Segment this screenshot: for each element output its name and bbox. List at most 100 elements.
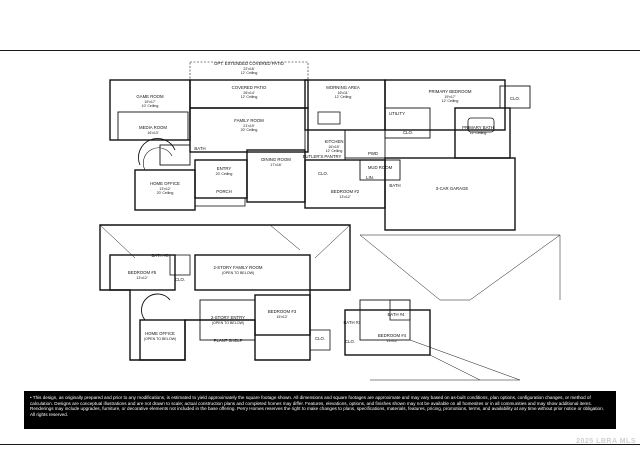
room-name: BEDROOM #2 bbox=[330, 189, 360, 194]
room-name: CLO. bbox=[174, 277, 186, 282]
room-dims: 16'x15' bbox=[328, 144, 340, 149]
room-label-family-room-open: 2-STORY FAMILY ROOM (OPEN TO BELOW) bbox=[213, 265, 263, 275]
room-label-clo-5: CLO. bbox=[174, 277, 186, 283]
room-dims: 15'x12' bbox=[276, 314, 288, 319]
room-label-porch: PORCH bbox=[216, 189, 232, 195]
room-label-bath-2: BATH bbox=[194, 146, 206, 152]
room-dims: 16'x11' bbox=[337, 90, 349, 95]
room-label-entry: ENTRY 20' Ceiling bbox=[215, 166, 233, 176]
room-name: BATH #5 bbox=[151, 253, 169, 258]
room-name: ENTRY bbox=[216, 166, 232, 171]
room-name: CLO. bbox=[402, 130, 414, 135]
bottom-rule bbox=[0, 444, 640, 445]
room-label-dining-room: DINING ROOM 17'x16' bbox=[261, 157, 291, 167]
room-label-family-room: FAMILY ROOM 21'x19' 20' Ceiling bbox=[234, 118, 264, 132]
room-ceiling: 12' Ceiling bbox=[334, 94, 352, 99]
room-label-plant-shelf: PLANT SHELF bbox=[214, 338, 243, 344]
room-name: BATH bbox=[389, 183, 401, 188]
room-label-bedroom-4: BEDROOM #4 13'x12' bbox=[378, 333, 406, 343]
room-name: BATH bbox=[194, 146, 206, 151]
room-label-game-room: GAME ROOM 19'x17' 10' Ceiling bbox=[136, 94, 164, 108]
room-label-bath-3: BATH #3 bbox=[343, 320, 361, 326]
room-name: KITCHEN bbox=[324, 139, 344, 144]
room-dims: 19'x17' bbox=[444, 94, 456, 99]
room-name: BATH #3 bbox=[343, 320, 361, 325]
room-name: 3-CAR GARAGE bbox=[435, 186, 469, 191]
room-label-bedroom-5: BEDROOM #5 13'x12' bbox=[127, 270, 157, 280]
room-name: 2-STORY FAMILY ROOM bbox=[213, 265, 263, 270]
top-rule bbox=[0, 50, 640, 51]
room-label-garage: 3-CAR GARAGE bbox=[435, 186, 469, 192]
room-name: UTILITY bbox=[389, 111, 405, 116]
room-label-butlers-pantry: BUTLER'S PANTRY bbox=[302, 154, 342, 160]
room-ceiling: 12' Ceiling bbox=[441, 98, 459, 103]
room-label-home-office-open: HOME OFFICE (OPEN TO BELOW) bbox=[143, 331, 177, 341]
room-label-primary-bedroom: PRIMARY BEDROOM 19'x17' 12' Ceiling bbox=[428, 89, 472, 103]
room-dims: 13'x12' bbox=[339, 194, 351, 199]
room-label-mud-room: MUD ROOM bbox=[367, 165, 393, 171]
room-dims: 13'x12' bbox=[386, 338, 398, 343]
room-label-bedroom-2: BEDROOM #2 13'x12' bbox=[330, 189, 360, 199]
room-name: PWD bbox=[367, 151, 379, 156]
room-dims: 16'x13' bbox=[147, 130, 159, 135]
room-dims: 21'x19' bbox=[243, 123, 255, 128]
room-name: MUD ROOM bbox=[367, 165, 393, 170]
room-label-clo-6: CLO. bbox=[314, 336, 326, 342]
room-name: GAME ROOM bbox=[136, 94, 164, 99]
room-ceiling: 12' Ceiling bbox=[325, 148, 343, 153]
room-name: PORCH bbox=[216, 189, 232, 194]
room-name: COVERED PATIO bbox=[231, 85, 267, 90]
room-label-media-room: MEDIA ROOM 16'x13' bbox=[139, 125, 167, 135]
room-name: BEDROOM #5 bbox=[127, 270, 157, 275]
room-dims: 13'x12' bbox=[159, 186, 171, 191]
room-name: BEDROOM #3 bbox=[267, 309, 297, 314]
room-name: HOME OFFICE bbox=[145, 331, 175, 336]
room-label-primary-bath: PRIMARY BATH 12' Ceiling bbox=[462, 125, 494, 135]
room-name: MORNING AREA bbox=[326, 85, 360, 90]
room-label-bath-1: BATH bbox=[389, 183, 401, 189]
room-name: BATH #4 bbox=[387, 312, 405, 317]
room-name: HOME OFFICE bbox=[150, 181, 180, 186]
room-label-bath-5: BATH #5 bbox=[151, 253, 169, 259]
room-ceiling: 12' Ceiling bbox=[469, 130, 487, 135]
room-name: 2-STORY ENTRY bbox=[210, 315, 246, 320]
room-label-covered-patio: COVERED PATIO 26'x14' 12' Ceiling bbox=[231, 85, 267, 99]
room-dims: 17'x16' bbox=[270, 162, 282, 167]
room-name: CLO. bbox=[509, 96, 521, 101]
room-name: PRIMARY BEDROOM bbox=[428, 89, 472, 94]
room-label-clo-3: CLO. bbox=[317, 171, 329, 177]
room-ceiling: (OPEN TO BELOW) bbox=[211, 320, 245, 325]
room-label-clo-1: CLO. bbox=[509, 96, 521, 102]
room-name: CLO. bbox=[314, 336, 326, 341]
room-label-lin: LIN. bbox=[366, 175, 374, 181]
room-name: CLO. bbox=[344, 339, 356, 344]
room-name: DINING ROOM bbox=[261, 157, 291, 162]
room-label-clo-2: CLO. bbox=[402, 130, 414, 136]
room-label-home-office: HOME OFFICE 13'x12' 20' Ceiling bbox=[150, 181, 180, 195]
room-ceiling: 20' Ceiling bbox=[215, 171, 233, 176]
room-name: MEDIA ROOM bbox=[139, 125, 167, 130]
room-name: CLO. bbox=[317, 171, 329, 176]
room-label-entry-open: 2-STORY ENTRY (OPEN TO BELOW) bbox=[210, 315, 246, 325]
room-ceiling: 20' Ceiling bbox=[240, 127, 258, 132]
room-ceiling: 12' Ceiling bbox=[240, 94, 258, 99]
disclaimer-box: • This design, as originally prepared an… bbox=[24, 391, 616, 429]
room-ceiling: 12' Ceiling bbox=[240, 70, 258, 75]
room-label-kitchen: KITCHEN 16'x15' 12' Ceiling bbox=[324, 139, 344, 153]
room-name: BUTLER'S PANTRY bbox=[302, 154, 342, 159]
room-dims: 22'x16' bbox=[243, 66, 255, 71]
room-name: FAMILY ROOM bbox=[234, 118, 264, 123]
mls-watermark: 2025 LBRA MLS bbox=[576, 438, 636, 445]
room-name: PRIMARY BATH bbox=[462, 125, 494, 130]
room-name: OPT. EXTENDED COVERED PATIO bbox=[213, 61, 285, 66]
room-ceiling: 20' Ceiling bbox=[156, 190, 174, 195]
room-dims: 19'x17' bbox=[144, 99, 156, 104]
room-dims: 13'x12' bbox=[136, 275, 148, 280]
room-ceiling: (OPEN TO BELOW) bbox=[143, 336, 177, 341]
room-ceiling: (OPEN TO BELOW) bbox=[221, 270, 255, 275]
room-name: LIN. bbox=[366, 175, 374, 180]
room-label-bedroom-3: BEDROOM #3 15'x12' bbox=[267, 309, 297, 319]
room-label-bath-4: BATH #4 bbox=[387, 312, 405, 318]
room-label-pwd: PWD bbox=[367, 151, 379, 157]
